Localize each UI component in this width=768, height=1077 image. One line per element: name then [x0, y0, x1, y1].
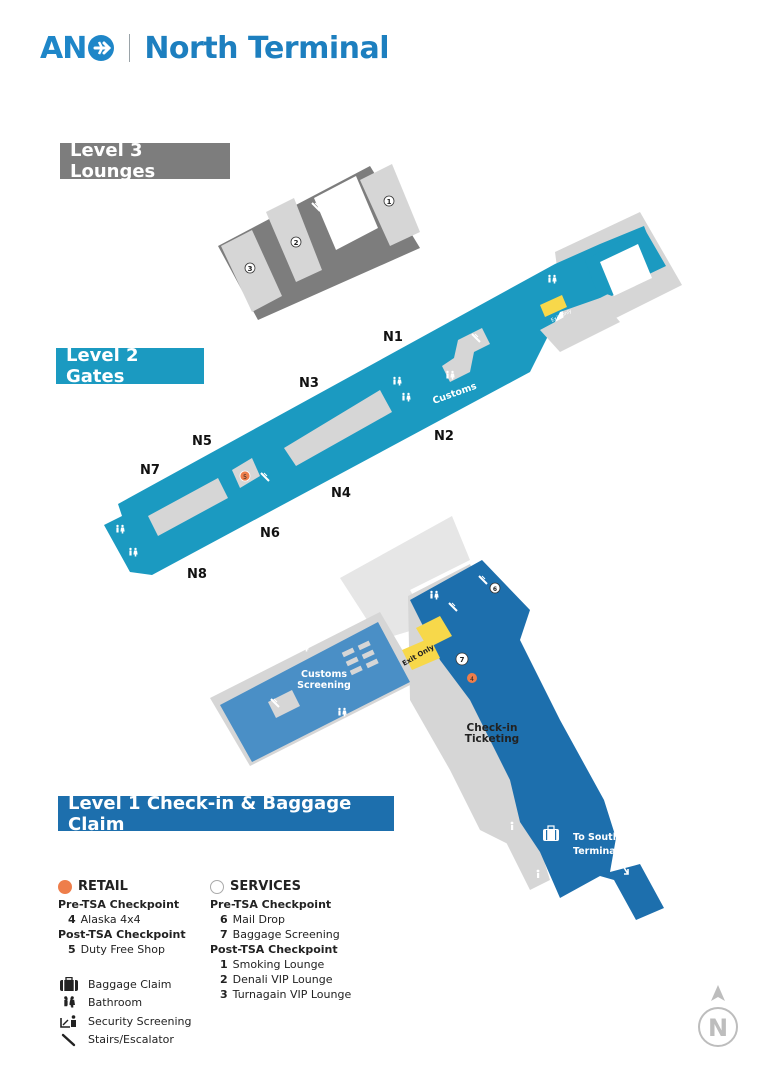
svg-text:2: 2: [294, 239, 299, 247]
item-number: 7: [220, 928, 228, 941]
item-number: 1: [220, 958, 228, 971]
plane-logo-icon: [88, 35, 115, 61]
legend-icon-label: Security Screening: [88, 1014, 192, 1028]
item-label: Smoking Lounge: [232, 958, 325, 971]
marker-service-7: 7: [455, 652, 469, 666]
marker-retail-5: 5: [239, 470, 251, 482]
gate-n1: N1: [383, 330, 403, 345]
level-3-label: Level 3 Lounges: [60, 140, 230, 182]
gate-n5: N5: [192, 434, 212, 449]
legend-item: 1 Smoking Lounge: [210, 957, 351, 972]
gate-n7: N7: [140, 463, 160, 478]
item-number: 5: [68, 943, 76, 956]
item-label: Turnagain VIP Lounge: [232, 988, 352, 1001]
item-label: Baggage Screening: [232, 928, 340, 941]
legend-item: 7 Baggage Screening: [210, 927, 351, 942]
legend-icon-row: Security Screening: [58, 1012, 192, 1031]
gate-n6: N6: [260, 526, 280, 541]
gate-n8: N8: [187, 567, 207, 582]
bathroom-icon: [58, 995, 80, 1010]
gate-n3: N3: [299, 376, 319, 391]
level-2-label: Level 2 Gates: [56, 345, 204, 387]
person-icon: [536, 869, 540, 878]
level-1-label: Level 1 Check-in & Baggage Claim: [58, 793, 394, 835]
person-icon: [510, 821, 514, 830]
compass-label: N: [708, 1014, 728, 1042]
services-title: SERVICES: [230, 879, 301, 894]
legend-icon-label: Stairs/Escalator: [88, 1033, 174, 1047]
legend-retail: RETAIL Pre-TSA Checkpoint 4 Alaska 4x4 Po…: [58, 879, 186, 957]
retail-pre-tsa-heading: Pre-TSA Checkpoint: [58, 898, 180, 911]
baggage-claim-icon: [58, 977, 80, 992]
legend-item: 5 Duty Free Shop: [58, 942, 186, 957]
services-pre-tsa-heading: Pre-TSA Checkpoint: [210, 898, 332, 911]
header: ANC AN North Terminal: [40, 28, 390, 68]
item-number: 3: [220, 988, 228, 1001]
legend-icon-row: Stairs/Escalator: [58, 1031, 192, 1050]
svg-text:5: 5: [243, 474, 247, 481]
customs-screening-label: Customs: [301, 669, 347, 680]
checkin-label: Check-in: [467, 722, 518, 734]
legend-retail-heading: RETAIL: [58, 879, 186, 894]
level-1-map: Exit Only 6 7 4 Customs Screening Check-…: [210, 516, 664, 920]
item-number: 2: [220, 973, 228, 986]
to-south-label: To South: [573, 832, 620, 843]
retail-post-tsa-heading: Post-TSA Checkpoint: [58, 928, 186, 941]
item-label: Denali VIP Lounge: [232, 973, 333, 986]
retail-dot-icon: [58, 879, 72, 894]
arrow-south-icon: [619, 860, 629, 875]
item-label: Duty Free Shop: [80, 943, 165, 956]
logo-letters: AN: [40, 30, 87, 66]
legend-icon-label: Bathroom: [88, 996, 143, 1010]
svg-text:1: 1: [387, 198, 392, 206]
item-number: 6: [220, 913, 228, 926]
svg-text:6: 6: [493, 586, 497, 593]
item-label: Mail Drop: [232, 913, 285, 926]
services-post-tsa-heading: Post-TSA Checkpoint: [210, 943, 338, 956]
legend-item: 6 Mail Drop: [210, 912, 351, 927]
legend-icons: Baggage Claim Bathroom Security Screenin…: [58, 975, 192, 1049]
legend-item: 3 Turnagain VIP Lounge: [210, 987, 351, 1002]
page-title: North Terminal: [144, 30, 390, 66]
level-3-map: 1 2 3: [218, 155, 420, 320]
item-label: Alaska 4x4: [80, 913, 141, 926]
marker-lounge-1: 1: [383, 195, 395, 207]
anc-logo: ANC AN: [40, 31, 115, 66]
retail-title: RETAIL: [78, 879, 128, 894]
baggage-claim-icon: [543, 825, 559, 841]
gate-n2: N2: [434, 429, 454, 444]
svg-text:4: 4: [470, 676, 474, 683]
customs-screening-label-2: Screening: [297, 680, 351, 691]
north-compass-icon: N: [698, 985, 738, 1047]
legend-services-heading: SERVICES: [210, 879, 351, 894]
svg-text:7: 7: [460, 656, 465, 664]
marker-lounge-3: 3: [244, 262, 256, 274]
legend-item: 4 Alaska 4x4: [58, 912, 186, 927]
legend-icon-row: Baggage Claim: [58, 975, 192, 994]
svg-text:3: 3: [248, 265, 253, 273]
security-screening-icon: [58, 1014, 80, 1029]
level-2-map: Exit Only Customs 5 N1 N2 N3 N4 N5 N6 N7…: [104, 212, 682, 582]
header-divider: [129, 34, 131, 62]
marker-lounge-2: 2: [290, 236, 302, 248]
ticketing-label: Ticketing: [465, 733, 519, 745]
gate-n4: N4: [331, 486, 351, 501]
legend-icon-row: Bathroom: [58, 994, 192, 1013]
marker-retail-4: 4: [467, 673, 477, 683]
item-number: 4: [68, 913, 76, 926]
legend-item: 2 Denali VIP Lounge: [210, 972, 351, 987]
bathroom-icon: [377, 155, 386, 165]
stairs-escalator-icon: [58, 1033, 80, 1047]
terminal-label: Terminal: [573, 846, 619, 857]
marker-service-6: 6: [489, 582, 501, 594]
services-dot-icon: [210, 879, 224, 894]
legend-services: SERVICES Pre-TSA Checkpoint 6 Mail Drop 7…: [210, 879, 351, 1002]
legend-icon-label: Baggage Claim: [88, 977, 172, 991]
